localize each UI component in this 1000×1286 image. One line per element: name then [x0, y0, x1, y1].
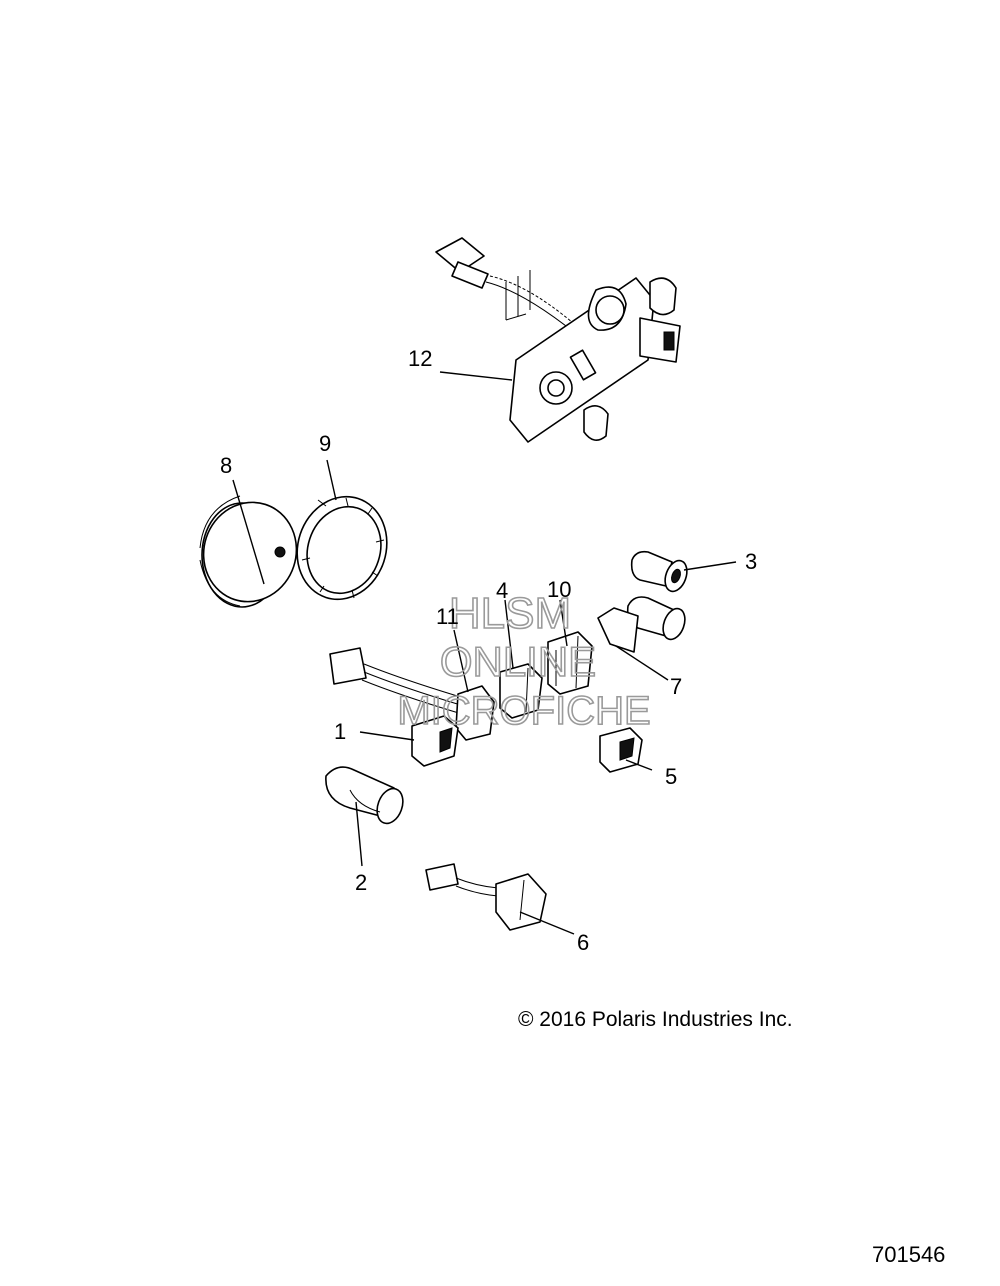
callout-11: 11 — [436, 604, 459, 629]
part-8-headlight — [199, 495, 298, 608]
leader-lines — [232, 371, 737, 935]
callout-4: 4 — [496, 578, 508, 603]
part-7-outlet-switch — [597, 596, 686, 653]
leader-5 — [625, 759, 653, 771]
watermark-line-3: MICROFICHE — [397, 689, 650, 733]
part-5-rocker-switch — [599, 727, 643, 773]
part-10-switch — [547, 631, 593, 695]
callout-1: 1 — [334, 719, 346, 744]
callout-12: 12 — [408, 346, 432, 371]
diagram-number: 701546 — [872, 1242, 946, 1267]
leader-1 — [359, 731, 415, 741]
leader-2 — [355, 801, 363, 867]
leader-4 — [504, 599, 514, 669]
callout-5: 5 — [665, 764, 677, 789]
leader-12 — [439, 371, 513, 381]
callout-9: 9 — [319, 431, 331, 456]
part-9-bezel-ring — [296, 495, 388, 601]
leader-3 — [683, 561, 737, 571]
callout-3: 3 — [745, 549, 757, 574]
leader-10 — [559, 599, 568, 647]
callout-7: 7 — [670, 674, 682, 699]
part-4-switch — [499, 663, 543, 719]
part-11-jumper-harness — [329, 647, 495, 741]
callout-8: 8 — [220, 453, 232, 478]
leader-6 — [519, 911, 575, 935]
callout-10: 10 — [547, 577, 571, 602]
leader-8 — [232, 479, 265, 585]
watermark-line-2: ONLINE — [440, 638, 596, 685]
watermark: HLSM ONLINE MICROFICHE — [397, 588, 652, 734]
callout-2: 2 — [355, 870, 367, 895]
callout-6: 6 — [577, 930, 589, 955]
watermark-line-1: HLSM — [449, 589, 571, 638]
part-3-power-outlet — [630, 550, 688, 593]
part-1-rocker-switch — [411, 715, 459, 767]
callout-labels: 1 2 3 4 5 6 7 8 9 10 11 12 — [220, 346, 757, 955]
leader-9 — [326, 459, 337, 501]
part-6-switch-harness — [425, 863, 547, 931]
part-12-switch-panel — [435, 237, 681, 443]
leader-7 — [615, 645, 669, 681]
copyright-notice: © 2016 Polaris Industries Inc. — [518, 1008, 793, 1031]
part-2-key-switch — [325, 766, 404, 825]
leader-11 — [453, 629, 469, 693]
